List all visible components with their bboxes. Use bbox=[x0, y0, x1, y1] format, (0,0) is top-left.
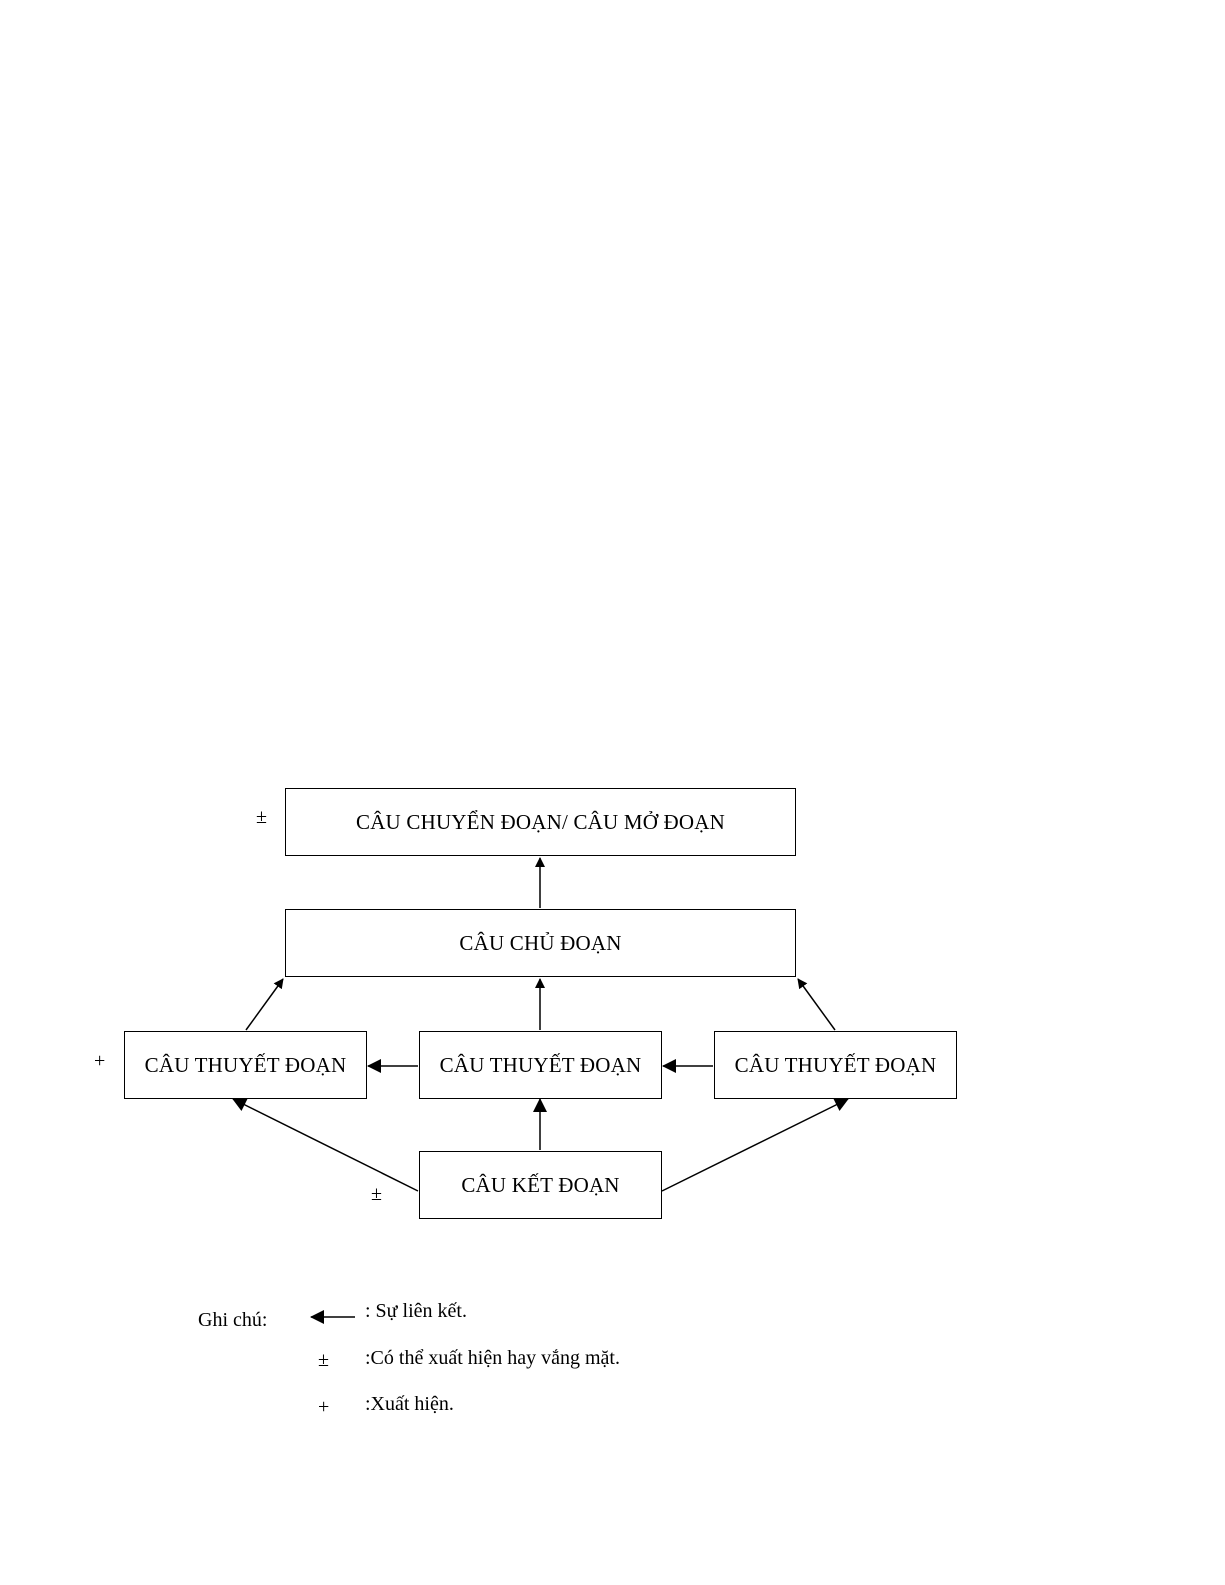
node-conclusion-label: CÂU KẾT ĐOẠN bbox=[461, 1173, 619, 1198]
legend-label: Ghi chú: bbox=[198, 1308, 267, 1332]
node-support-left-label: CÂU THUYẾT ĐOẠN bbox=[145, 1053, 347, 1078]
edge-support-right-to-topic bbox=[798, 979, 835, 1030]
node-support-right-label: CÂU THUYẾT ĐOẠN bbox=[735, 1053, 937, 1078]
node-conclusion-sentence: CÂU KẾT ĐOẠN bbox=[419, 1151, 662, 1219]
node-support-left: CÂU THUYẾT ĐOẠN bbox=[124, 1031, 367, 1099]
legend-item-optional-symbol: ± bbox=[318, 1348, 329, 1372]
node-transition-label: CÂU CHUYỂN ĐOẠN/ CÂU MỞ ĐOẠN bbox=[356, 810, 725, 835]
edge-conclusion-to-support-right bbox=[662, 1099, 848, 1191]
node-support-right: CÂU THUYẾT ĐOẠN bbox=[714, 1031, 957, 1099]
node-transition-sentence: CÂU CHUYỂN ĐOẠN/ CÂU MỞ ĐOẠN bbox=[285, 788, 796, 856]
edge-support-left-to-topic bbox=[246, 979, 283, 1030]
node-topic-label: CÂU CHỦ ĐOẠN bbox=[459, 931, 621, 956]
mark-support-left-required: + bbox=[94, 1051, 105, 1071]
mark-transition-optional: ± bbox=[256, 807, 267, 827]
legend-item-optional-text: :Có thể xuất hiện hay vắng mặt. bbox=[365, 1346, 620, 1370]
legend-item-required-text: :Xuất hiện. bbox=[365, 1392, 454, 1416]
node-topic-sentence: CÂU CHỦ ĐOẠN bbox=[285, 909, 796, 977]
legend-item-required-symbol: + bbox=[318, 1395, 329, 1419]
node-support-center: CÂU THUYẾT ĐOẠN bbox=[419, 1031, 662, 1099]
node-support-center-label: CÂU THUYẾT ĐOẠN bbox=[440, 1053, 642, 1078]
edge-conclusion-to-support-left bbox=[233, 1099, 418, 1191]
mark-conclusion-optional: ± bbox=[371, 1184, 382, 1204]
legend-item-link-text: : Sự liên kết. bbox=[365, 1299, 467, 1323]
